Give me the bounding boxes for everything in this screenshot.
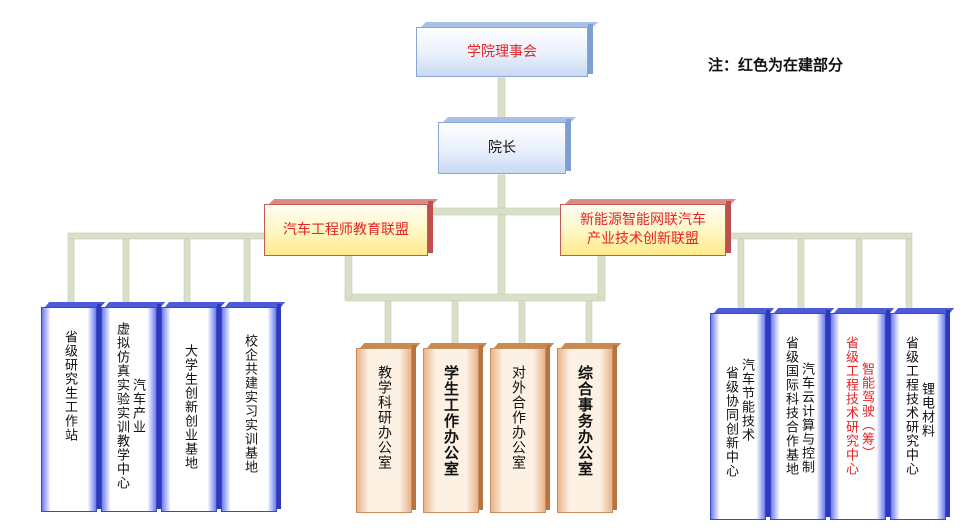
connector-right-1 <box>737 238 745 313</box>
connector-council-dean <box>497 77 506 121</box>
connector-office-1 <box>384 300 392 348</box>
connector-right-2 <box>797 238 805 313</box>
connector-left-bar <box>67 232 269 240</box>
connector-right-4 <box>905 238 913 313</box>
office-4-text: 综合事务办公室 <box>576 365 594 477</box>
dean-box[interactable]: 院长 <box>438 117 576 174</box>
right-unit-2-text-b: 汽车云计算与控制 <box>799 362 814 474</box>
left-unit-2[interactable]: 虚拟仿真实验实训教学中心 汽车产业 <box>101 302 166 512</box>
left-unit-4[interactable]: 校企共建实习实训基地 <box>221 302 286 512</box>
connector-office-4 <box>585 300 593 348</box>
left-unit-2-text-b: 汽车产业 <box>130 378 145 434</box>
alliance-left-box[interactable]: 汽车工程师教育联盟 <box>264 199 438 256</box>
legend-note: 注：红色为在建部分 <box>708 56 844 74</box>
alliance-right-box[interactable]: 新能源智能网联汽车 产业技术创新联盟 <box>560 199 736 256</box>
council-box[interactable]: 学院理事会 <box>416 22 598 77</box>
office-2[interactable]: 学生工作办公室 <box>423 343 488 513</box>
right-unit-3[interactable]: 省级工程技术研究中心 智能驾驶（筹） <box>830 308 895 520</box>
office-2-text: 学生工作办公室 <box>442 365 460 477</box>
left-unit-2-text-a: 虚拟仿真实验实训教学中心 <box>114 322 129 490</box>
alliance-left-label: 汽车工程师教育联盟 <box>283 221 409 238</box>
connector-office-3 <box>518 300 526 348</box>
connector-right-3 <box>855 238 863 313</box>
right-unit-1-text-b: 汽车节能技术 <box>739 358 754 442</box>
right-unit-2-text-a: 省级国际科技合作基地 <box>783 336 798 476</box>
right-unit-1[interactable]: 省级协同创新中心 汽车节能技术 <box>710 308 775 520</box>
office-3-text: 对外合作办公室 <box>510 365 526 470</box>
connector-dean-offices <box>497 214 506 295</box>
office-1[interactable]: 教学科研办公室 <box>356 343 421 513</box>
connector-left-3 <box>183 238 191 308</box>
right-unit-3-text-a: 省级工程技术研究中心 <box>843 336 858 476</box>
left-unit-1-text: 省级研究生工作站 <box>62 330 77 442</box>
alliance-right-line2: 产业技术创新联盟 <box>587 231 699 247</box>
right-unit-4-text-b: 锂电材料 <box>919 382 934 438</box>
connector-alliances <box>427 207 575 216</box>
dean-label: 院长 <box>488 139 516 156</box>
connector-office-2 <box>451 300 459 348</box>
right-unit-4-text-a: 省级工程技术研究中心 <box>903 336 918 476</box>
left-unit-4-text: 校企共建实习实训基地 <box>242 334 257 474</box>
connector-office-bar <box>344 293 606 302</box>
connector-left-2 <box>122 238 130 308</box>
left-unit-1[interactable]: 省级研究生工作站 <box>41 302 106 512</box>
office-1-text: 教学科研办公室 <box>376 365 392 470</box>
right-unit-1-text-a: 省级协同创新中心 <box>723 366 738 478</box>
connector-left-4 <box>243 238 251 308</box>
office-3[interactable]: 对外合作办公室 <box>490 343 555 513</box>
alliance-right-line1: 新能源智能网联汽车 <box>580 212 706 228</box>
council-label: 学院理事会 <box>467 43 537 60</box>
connector-right-bar <box>727 232 913 240</box>
office-4[interactable]: 综合事务办公室 <box>557 343 622 513</box>
left-unit-3[interactable]: 大学生创新创业基地 <box>161 302 226 512</box>
right-unit-2[interactable]: 省级国际科技合作基地 汽车云计算与控制 <box>770 308 835 520</box>
connector-left-1 <box>67 238 75 308</box>
right-unit-3-text-b: 智能驾驶（筹） <box>859 362 874 460</box>
right-unit-4[interactable]: 省级工程技术研究中心 锂电材料 <box>890 308 955 520</box>
left-unit-3-text: 大学生创新创业基地 <box>182 344 197 470</box>
